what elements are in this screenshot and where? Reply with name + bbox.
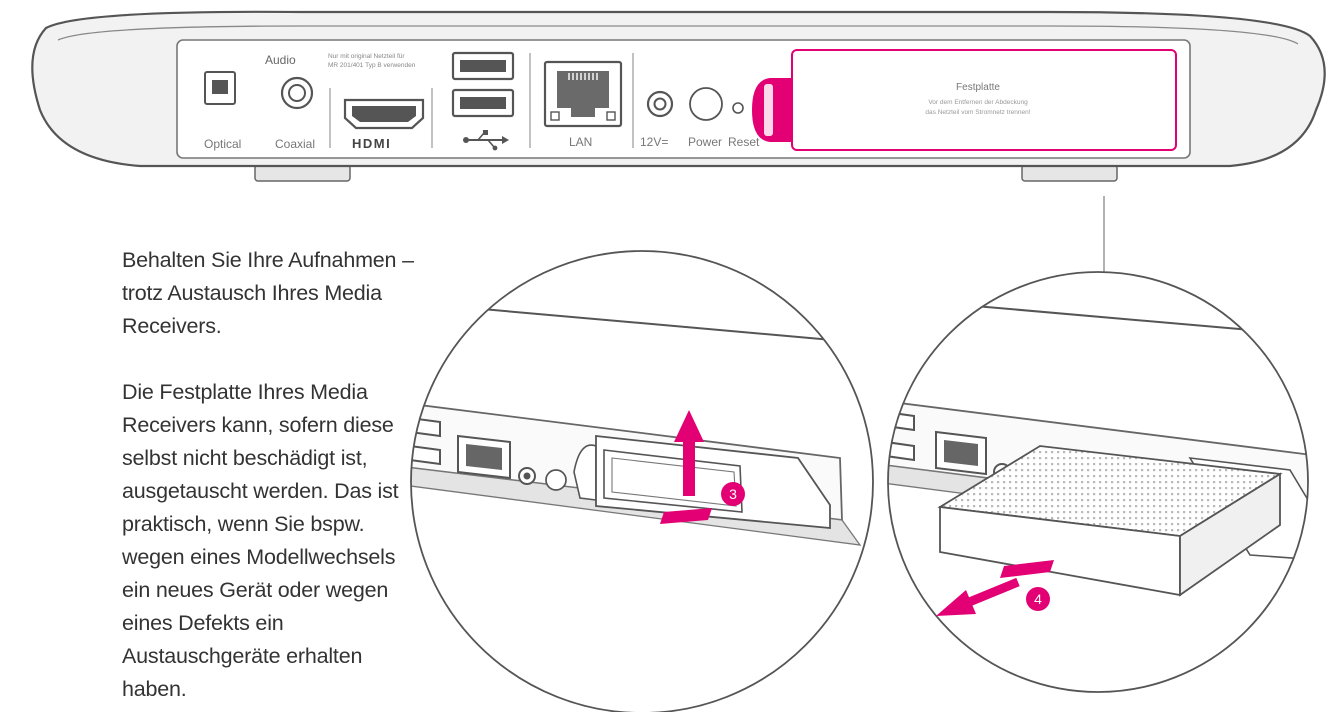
- audio-label: Audio: [265, 53, 296, 67]
- hdd-cover-note-line1: Vor dem Entfernen der Abdeckung: [928, 99, 1028, 106]
- lan-label: LAN: [569, 135, 592, 149]
- arrow-pull-icon: [936, 560, 1054, 616]
- foot-left: [254, 164, 351, 182]
- step-3-badge: [721, 482, 745, 506]
- intro-paragraph: Behalten Sie Ihre Aufnahmen – trotz Aust…: [122, 248, 414, 338]
- step-3-number: 3: [729, 486, 737, 502]
- reset-label: Reset: [728, 135, 760, 149]
- arrow-up-icon: [660, 410, 712, 524]
- optical-label: Optical: [204, 137, 241, 151]
- step-4-badge: [1026, 587, 1050, 611]
- receiver-back-panel: Audio Optical Coaxial HDMI Nur mit origi…: [31, 10, 1326, 182]
- usb-symbol-icon: [463, 130, 509, 151]
- hdd-cover: [791, 49, 1177, 151]
- usb-note-line1: Nur mit original Netzteil für: [328, 53, 405, 60]
- reset-button-icon: [732, 102, 744, 114]
- hdd-cover-note-line2: das Netzteil vom Stromnetz trennen!: [925, 109, 1030, 116]
- detail-circle-right: [887, 271, 1309, 693]
- hdmi-label: HDMI: [352, 136, 391, 151]
- usb-note-line2: MR 201/401 Typ B verwenden: [328, 62, 416, 69]
- step-4-number: 4: [1034, 591, 1042, 607]
- foot-right: [1021, 164, 1118, 182]
- info-text: Behalten Sie Ihre Aufnahmen – trotz Aust…: [122, 244, 422, 706]
- detail-step-3: 3: [410, 250, 874, 714]
- dc-label: 12V=: [640, 135, 668, 149]
- description-paragraph: Die Festplatte Ihres Media Receivers kan…: [122, 380, 399, 701]
- hdd-cover-title: Festplatte: [956, 82, 1000, 93]
- power-button-icon: [689, 87, 723, 121]
- detail-step-4: 4: [887, 271, 1309, 693]
- power-label: Power: [688, 135, 722, 149]
- coaxial-label: Coaxial: [275, 137, 315, 151]
